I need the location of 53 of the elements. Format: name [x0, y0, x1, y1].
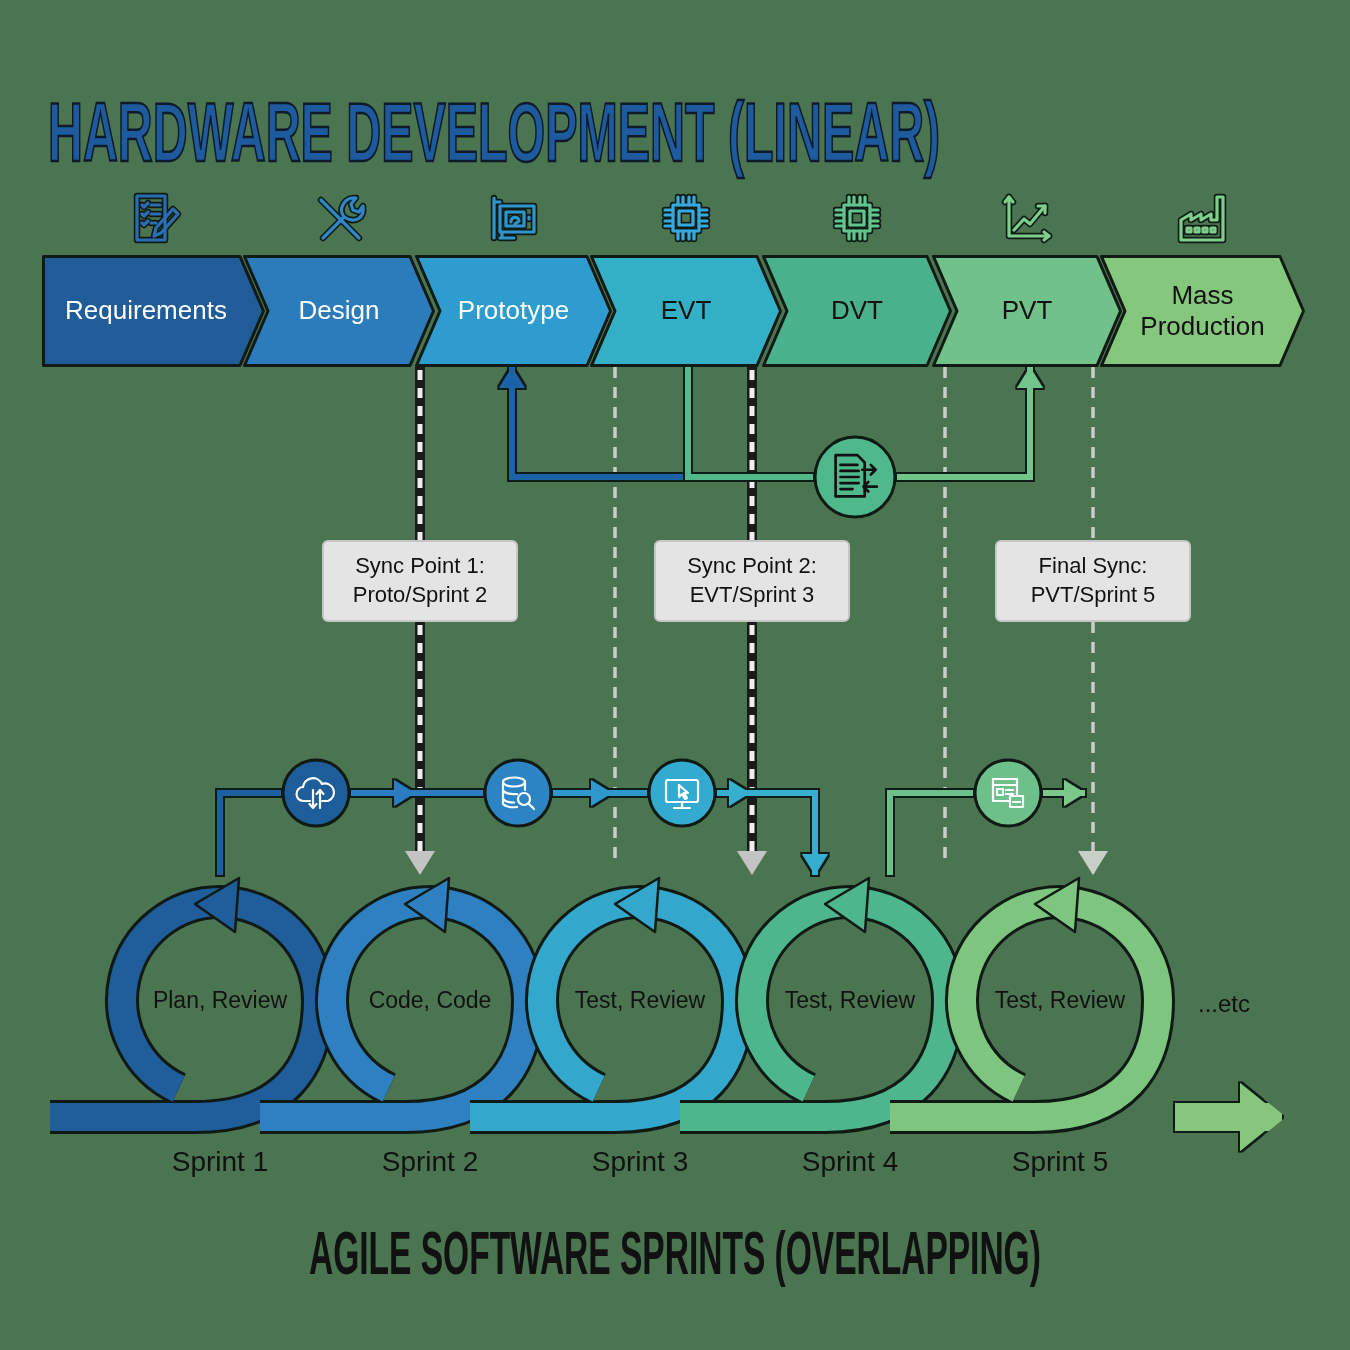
connector-line [887, 790, 973, 875]
sync-point-label: Sync Point 1: Proto/Sprint 2 [351, 552, 489, 609]
sync-point-box [995, 540, 1191, 622]
arrow [351, 780, 483, 806]
timeline-arrow [1175, 1083, 1282, 1151]
connector-line [217, 790, 281, 875]
phase-label: Design [298, 295, 380, 327]
phase-step [415, 255, 612, 367]
connector-line [685, 367, 813, 480]
dashed-arrow [1078, 622, 1108, 875]
sprint-label: Sprint 3 [591, 1146, 689, 1178]
phase-step [762, 255, 952, 367]
phase-label: EVT [660, 295, 712, 327]
cloud-arrows-icon [281, 758, 351, 828]
phase-label: PVT [1001, 295, 1053, 327]
continuation-label: ...etc [1198, 990, 1251, 1018]
sync-line [405, 622, 435, 875]
document-arrows-icon [813, 435, 897, 519]
sync-line [747, 367, 757, 540]
phase-label: Requirements [65, 295, 227, 327]
dashed-line [1091, 367, 1095, 540]
activity-label: Test, Review [994, 986, 1126, 1014]
dashed-line [613, 367, 617, 860]
activity-label: Test, Review [784, 986, 916, 1014]
dashed-line [943, 367, 947, 860]
phase-step [243, 255, 435, 367]
phase-step [932, 255, 1122, 367]
phase-label: Prototype [457, 295, 570, 327]
activity-label: Code, Code [368, 986, 492, 1014]
sprint-label: Sprint 1 [171, 1146, 269, 1178]
arrow [1043, 780, 1085, 806]
sync-point-box [654, 540, 850, 622]
window-layout-icon [973, 758, 1043, 828]
monitor-cursor-icon [647, 758, 717, 828]
sync-point-label: Final Sync: PVT/Sprint 5 [1029, 552, 1157, 609]
sprint-label: Sprint 2 [381, 1146, 479, 1178]
phase-label: Mass Production [1139, 279, 1266, 343]
sync-point-box [322, 540, 518, 622]
activity-label: Test, Review [574, 986, 706, 1014]
sync-point-label: Sync Point 2: EVT/Sprint 3 [686, 552, 818, 609]
activity-label: Plan, Review [152, 986, 288, 1014]
sprint-label: Sprint 5 [1011, 1146, 1109, 1178]
sprint-label: Sprint 4 [801, 1146, 899, 1178]
arrow [897, 367, 1043, 480]
arrow [553, 780, 647, 806]
arrow [717, 780, 828, 875]
sync-line [415, 367, 425, 540]
phase-label: DVT [831, 295, 883, 327]
database-search-icon [483, 758, 553, 828]
sync-line [737, 622, 767, 875]
phase-step [42, 255, 265, 367]
phase-step [590, 255, 782, 367]
phase-step [1100, 255, 1305, 367]
